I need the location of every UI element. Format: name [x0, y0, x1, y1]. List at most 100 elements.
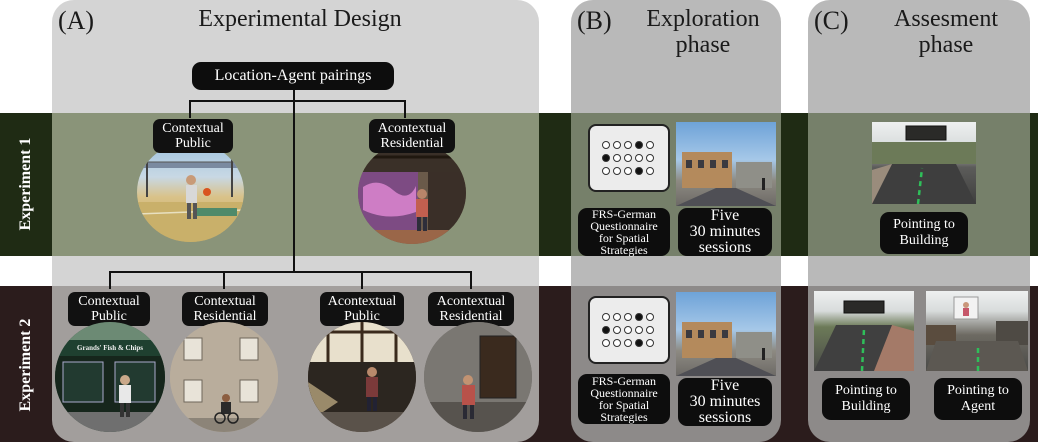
graffiti-wall-illustration: [358, 142, 466, 244]
questionnaire-dot: [602, 154, 610, 162]
assessment-exp1-line2: Building: [899, 233, 949, 248]
questionnaire-dot: [646, 339, 654, 347]
tree-exp2-horizontal: [109, 271, 471, 273]
tree-exp2-drop-1: [109, 271, 111, 289]
questionnaire-dot: [613, 167, 621, 175]
panel-c-title-line1: Assesment: [894, 6, 998, 32]
road-pointing-illustration: [872, 125, 976, 204]
assessment-box-exp2-agent: Pointing to Agent: [934, 378, 1022, 420]
questionnaire-grid-exp2: [588, 296, 670, 364]
assessment-box-exp2-building: Pointing to Building: [822, 378, 910, 420]
tree-exp1-left-drop: [189, 100, 191, 118]
assessment-exp2b-line2: Agent: [960, 399, 996, 414]
panel-b-letter: (B): [577, 6, 612, 35]
questionnaire-dot: [602, 167, 610, 175]
sessions-exp1-line2: 30 minutes: [689, 223, 761, 240]
contextual-public-scene-exp1: [137, 142, 244, 242]
questionnaire-dot: [624, 313, 632, 321]
residential-house-illustration: [170, 322, 278, 432]
assessment-box-exp1: Pointing to Building: [880, 212, 968, 254]
tree-exp2-drop-2: [223, 271, 225, 289]
questionnaire-box-exp2: FRS-German Questionnaire for Spatial Str…: [578, 374, 670, 424]
exp2-pairing-4-line1: Acontextual: [436, 294, 506, 309]
questionnaire-dot: [646, 313, 654, 321]
assessment-exp2b-line1: Pointing to: [947, 383, 1009, 398]
exp2-pairing-1-line2: Public: [91, 309, 127, 324]
sessions-exp2-line2: 30 minutes: [689, 393, 761, 410]
panel-a-letter: (A): [58, 6, 95, 35]
panel-b-title: Exploration phase: [628, 6, 778, 58]
questionnaire-dot: [646, 167, 654, 175]
panel-b-title-line2: phase: [675, 32, 731, 58]
questionnaire-dot: [635, 167, 643, 175]
town-building-illustration-2: [676, 322, 776, 376]
experiment-1-label: Experiment 1: [17, 137, 34, 231]
panel-a-exp1-area: [52, 113, 539, 256]
experiment-2-label: Experiment 2: [17, 318, 34, 412]
questionnaire-dot: [624, 167, 632, 175]
sessions-exp2-line1: Five: [710, 377, 740, 394]
questionnaire-dot: [635, 326, 643, 334]
exp1-pairing-2-line1: Acontextual: [377, 121, 447, 136]
exp2-pairing-3-tag: Acontextual Public: [320, 292, 404, 326]
town-building-illustration: [676, 152, 776, 206]
exp2-pairing-1-tag: Contextual Public: [68, 292, 150, 326]
exp2-pairing-4-line2: Residential: [439, 309, 503, 324]
exp2-pairing-4-tag: Acontextual Residential: [428, 292, 514, 326]
questionnaire-dot: [613, 313, 621, 321]
exp2-pairing-2-line2: Residential: [193, 309, 257, 324]
experiment-1-gap-3: [1030, 113, 1038, 256]
questionnaire-dot: [613, 339, 621, 347]
tree-trunk-line: [293, 86, 295, 272]
contextual-residential-scene-exp2: [170, 322, 278, 432]
panel-b-title-line1: Exploration: [646, 6, 760, 32]
assessment-exp1-line1: Pointing to: [893, 217, 955, 232]
fish-and-chips-shop-illustration: [55, 322, 165, 432]
questionnaire-box-exp1: FRS-German Questionnaire for Spatial Str…: [578, 208, 670, 256]
questionnaire-dot: [602, 313, 610, 321]
questionnaire-exp1-line3: for Spatial: [598, 231, 650, 245]
questionnaire-dot: [635, 313, 643, 321]
acontextual-residential-scene-exp2: [424, 322, 532, 432]
questionnaire-exp2-line2: Questionnaire: [590, 386, 658, 400]
shop-sign-text: Grands' Fish & Chips: [77, 344, 143, 352]
exp1-pairing-1-line1: Contextual: [162, 121, 224, 136]
exp2-pairing-2-tag: Contextual Residential: [182, 292, 268, 326]
questionnaire-exp1-line2: Questionnaire: [590, 219, 658, 233]
assessment-exp2a-line2: Building: [841, 399, 891, 414]
exp2-pairing-3-line2: Public: [344, 309, 380, 324]
questionnaire-exp2-line1: FRS-German: [592, 374, 656, 388]
questionnaire-exp1-line1: FRS-German: [592, 207, 656, 221]
sessions-exp2-line3: sessions: [698, 409, 752, 426]
sessions-box-exp1: Five 30 minutes sessions: [678, 208, 772, 256]
questionnaire-dot: [613, 326, 621, 334]
questionnaire-dot: [602, 339, 610, 347]
sessions-exp1-line1: Five: [710, 207, 740, 224]
questionnaire-exp1-line4: Strategies: [600, 243, 648, 257]
questionnaire-dot: [602, 141, 610, 149]
contextual-public-scene-exp2: Grands' Fish & Chips: [55, 322, 165, 432]
tree-exp2-drop-4: [470, 271, 472, 289]
road-pointing-illustration-2: [814, 300, 914, 371]
questionnaire-dot: [624, 339, 632, 347]
questionnaire-dot: [624, 154, 632, 162]
questionnaire-dot: [624, 141, 632, 149]
panel-a-title: Experimental Design: [198, 6, 402, 32]
sessions-box-exp2: Five 30 minutes sessions: [678, 378, 772, 426]
questionnaire-dot: [635, 339, 643, 347]
acontextual-public-scene-exp2: [308, 322, 416, 432]
exp1-pairing-2-tag: Acontextual Residential: [369, 119, 455, 153]
exp1-pairing-1-line2: Public: [175, 136, 211, 151]
exp2-pairing-3-line1: Acontextual: [327, 294, 397, 309]
panel-c-title-line2: phase: [918, 32, 974, 58]
town-scene-exp1: [676, 122, 776, 206]
exp1-pairing-2-line2: Residential: [380, 136, 444, 151]
tree-exp2-drop-3: [361, 271, 363, 289]
exp2-pairing-2-line1: Contextual: [194, 294, 256, 309]
experiment-1-gap-1: [539, 113, 571, 256]
questionnaire-dot: [646, 154, 654, 162]
questionnaire-exp2-line3: for Spatial: [598, 398, 650, 412]
stone-wall-door-illustration: [424, 322, 532, 432]
town-scene-exp2: [676, 292, 776, 376]
